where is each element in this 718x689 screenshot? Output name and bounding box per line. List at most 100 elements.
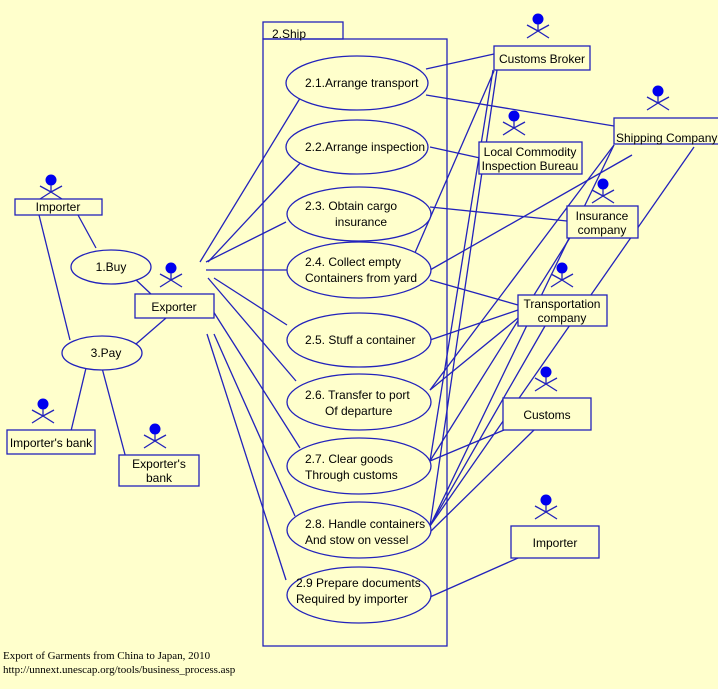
package-ship: 2.Ship [262,21,448,647]
use-case-pay[interactable]: 3.Pay [61,335,143,371]
actor-stick-figure-icon [526,13,550,39]
actor-label: Customs Broker [499,52,585,66]
actor-label: company [538,311,587,325]
use-case-label: Containers from yard [305,271,417,285]
actors: Importer Exporter Importer's bank [6,13,718,559]
assoc-exporter-uc26 [207,277,297,382]
assoc-buy-exporter [133,277,153,296]
actor-stick-figure-icon [534,494,558,520]
actor-label: Importer [533,536,578,550]
actor-importer-left[interactable]: Importer [14,174,103,216]
actor-insurance-company[interactable]: Insurance company [566,178,639,239]
use-case-label: 2.4. Collect empty [305,255,401,269]
assoc-uc23-insurance [429,206,568,222]
use-case-label: Required by importer [296,592,408,606]
use-case-label: 2.1.Arrange transport [305,76,419,90]
use-case-label: 2.3. Obtain cargo [305,199,397,213]
assoc-uc25-transport [429,309,519,341]
assoc-importer-buy [77,214,97,249]
actor-label: Exporter [151,300,196,314]
actor-label: bank [146,471,173,485]
actor-label: Importer [36,200,81,214]
use-case-label: Through customs [305,468,398,482]
package-body [262,38,448,647]
actor-stick-figure-icon [646,85,670,111]
actor-importer-right[interactable]: Importer [510,494,600,559]
actor-stick-figure-icon [31,398,55,424]
assoc-pay-importers-bank [70,367,87,432]
assoc-exporter-uc27 [205,299,301,449]
actor-customs[interactable]: Customs [502,366,592,431]
actor-label: Transportation [524,297,601,311]
actor-label: Customs [523,408,570,422]
use-case-2-4[interactable]: 2.4. Collect empty Containers from yard [286,241,432,299]
assoc-uc24-broker [413,70,495,256]
actor-label: company [578,223,627,237]
use-case-label: And stow on vessel [305,533,408,547]
use-case-label: 2.7. Clear goods [305,452,393,466]
actor-transportation-company[interactable]: Transportation company [517,262,608,327]
actor-exporter[interactable]: Exporter [134,262,215,319]
actor-stick-figure-icon [159,262,183,288]
actor-label: Inspection Bureau [482,159,579,173]
use-case-2-9[interactable]: 2.9 Prepare documents Required by import… [286,566,432,624]
use-case-label: 2.5. Stuff a container [305,333,416,347]
use-case-2-1[interactable]: 2.1.Arrange transport [285,55,429,111]
use-case-label: 1.Buy [96,260,127,274]
actor-stick-figure-icon [550,262,574,288]
use-case-label: 2.6. Transfer to port [305,388,410,402]
actor-label: Exporter's [132,457,186,471]
assoc-pay-exporters-bank [101,367,128,463]
assoc-exporter-uc22 [207,159,304,263]
actor-stick-figure-icon [39,174,63,200]
assoc-uc26-shipping [429,144,615,391]
use-case-label: 3.Pay [91,346,122,360]
actor-exporters-bank[interactable]: Exporter's bank [118,423,200,487]
assoc-exporter-uc23 [205,221,287,263]
actor-importers-bank[interactable]: Importer's bank [6,398,96,455]
use-case-2-5[interactable]: 2.5. Stuff a container [286,312,432,368]
use-cases: 1.Buy 3.Pay 2.1.Arrange transport 2.2.Ar… [61,55,432,624]
use-case-label: insurance [335,215,387,229]
assoc-uc29-importer [429,557,519,598]
use-case-label: 2.2.Arrange inspection [305,140,425,154]
actor-shipping-company[interactable]: Shipping Company [613,85,718,146]
assoc-uc27-customs [429,429,505,462]
use-case-buy[interactable]: 1.Buy [70,249,152,285]
assoc-exporter-uc28 [213,333,296,517]
assoc-uc26-transport [429,317,519,391]
assoc-exporter-uc21 [199,94,303,263]
actor-label: Shipping Company [616,131,717,145]
actor-label: Importer's bank [10,436,93,450]
actor-customs-broker[interactable]: Customs Broker [493,13,591,71]
assoc-uc28-shipping2 [429,146,695,527]
caption-title: Export of Garments from China to Japan, … [3,650,211,662]
actor-stick-figure-icon [502,110,526,136]
use-case-2-8[interactable]: 2.8. Handle containers And stow on vesse… [286,501,432,559]
actor-stick-figure-icon [591,178,615,204]
use-case-2-6[interactable]: 2.6. Transfer to port Of departure [286,373,432,431]
assoc-uc27-broker [429,69,494,462]
use-case-label: Of departure [325,404,393,418]
assoc-exporter-uc25 [213,277,288,326]
assoc-uc27-insurance [429,235,572,462]
assoc-importer-pay [38,214,71,341]
actor-stick-figure-icon [143,423,167,449]
assoc-uc21-broker [425,53,495,70]
assoc-uc28-customs [429,429,535,533]
caption-url[interactable]: http://unnext.unescap.org/tools/business… [3,664,236,676]
assoc-exporter-pay [135,317,167,345]
assoc-uc22-bureau [429,146,481,159]
use-case-2-3[interactable]: 2.3. Obtain cargo insurance [286,186,432,242]
use-case-2-2[interactable]: 2.2.Arrange inspection [285,119,429,175]
assoc-exporter-uc29 [206,333,287,581]
assoc-uc21-shipping [425,94,615,127]
use-case-2-7[interactable]: 2.7. Clear goods Through customs [286,437,432,495]
assoc-uc28-transport [429,325,546,527]
use-case-label: 2.8. Handle containers [305,517,425,531]
use-case-label: 2.9 Prepare documents [296,576,421,590]
actor-inspection-bureau[interactable]: Local Commodity Inspection Bureau [478,110,583,175]
actor-stick-figure-icon [534,366,558,392]
actor-label: Local Commodity [484,145,577,159]
